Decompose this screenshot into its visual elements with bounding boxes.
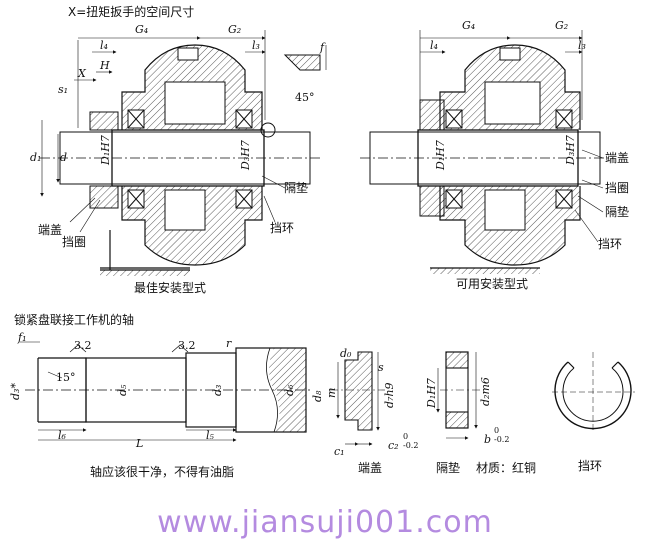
caption-best-install: 最佳安装型式 bbox=[134, 281, 207, 295]
stop-ring-detail bbox=[552, 352, 635, 430]
dim-l4-right: l₄ bbox=[430, 39, 438, 52]
dim-d5: d₅ bbox=[116, 384, 129, 396]
dim-b-tol: 0 -0.2 bbox=[494, 426, 510, 444]
dim-d6: d₆ bbox=[283, 384, 296, 396]
part-stop-ring-right: 挡环 bbox=[598, 237, 623, 251]
dim-D1H7-spacer: D₁H7 bbox=[425, 378, 438, 408]
dim-f-left: f bbox=[320, 41, 325, 54]
caption-stop-ring: 挡环 bbox=[578, 459, 603, 473]
part-end-cover-left: 端盖 bbox=[38, 223, 63, 237]
dim-f1: f₁ bbox=[18, 331, 27, 344]
dim-G2-left: G₂ bbox=[228, 23, 242, 36]
dim-b: b bbox=[484, 433, 492, 446]
dim-d3: d₃ bbox=[211, 384, 224, 396]
right-assembly bbox=[360, 30, 610, 274]
dim-d0: d₀ bbox=[340, 347, 352, 360]
part-spacer-left: 隔垫 bbox=[284, 181, 309, 195]
dim-G4-right: G₄ bbox=[462, 19, 476, 32]
part-end-cover-right: 端盖 bbox=[605, 151, 630, 165]
dim-angle-45: 45° bbox=[295, 91, 315, 104]
dim-l4-left: l₄ bbox=[100, 39, 108, 52]
roughness-2: 3.2 bbox=[178, 339, 196, 352]
caption-end-cover: 端盖 bbox=[358, 461, 383, 475]
dim-d3-star: d₃* bbox=[9, 383, 22, 400]
roughness-1: 3.2 bbox=[74, 339, 92, 352]
dim-G4-left: G₄ bbox=[135, 23, 149, 36]
dim-c2-tol: 0 -0.2 bbox=[403, 432, 419, 450]
part-retaining-ring-left: 挡圈 bbox=[62, 235, 87, 249]
caption-alt-install: 可用安装型式 bbox=[456, 277, 529, 291]
dim-c1: c₁ bbox=[334, 445, 345, 458]
shaft-title: 锁紧盘联接工作机的轴 bbox=[14, 313, 135, 327]
dim-H: H bbox=[100, 59, 110, 72]
dim-angle-15: 15° bbox=[56, 371, 76, 384]
dim-X: X bbox=[78, 67, 86, 80]
dim-l3-right: l₃ bbox=[578, 39, 586, 52]
spacer-detail bbox=[436, 351, 480, 440]
dim-l6: l₆ bbox=[58, 429, 66, 442]
left-assembly bbox=[40, 30, 327, 276]
dim-G2-right: G₂ bbox=[555, 19, 569, 32]
dim-d2m6: d₂m6 bbox=[479, 377, 492, 406]
dim-l3-left: l₃ bbox=[252, 39, 260, 52]
part-retaining-ring-right: 挡圈 bbox=[605, 181, 630, 195]
dim-c2: c₂ bbox=[388, 439, 399, 452]
dim-m: m bbox=[325, 387, 338, 398]
shaft-note: 轴应该很干净，不得有油脂 bbox=[90, 465, 235, 479]
part-spacer-right: 隔垫 bbox=[605, 205, 630, 219]
part-stop-ring-left: 挡环 bbox=[270, 221, 295, 235]
end-cover-detail bbox=[330, 351, 385, 446]
dim-d: d bbox=[60, 151, 68, 164]
dim-D3H7-right: D₃H7 bbox=[564, 135, 577, 165]
dim-d8: d₈ bbox=[311, 390, 324, 402]
caption-spacer: 隔垫 bbox=[436, 461, 461, 475]
dim-D3H7-left: D₃H7 bbox=[239, 140, 252, 170]
dim-L: L bbox=[136, 437, 144, 450]
spacer-material: 材质：红铜 bbox=[476, 461, 537, 475]
dim-l5: l₅ bbox=[206, 429, 214, 442]
dim-D1H7-left: D₁H7 bbox=[99, 135, 112, 165]
shaft-detail bbox=[20, 341, 310, 442]
dim-d1: d₁ bbox=[30, 151, 42, 164]
torque-wrench-note: X=扭矩扳手的空间尺寸 bbox=[68, 5, 195, 19]
watermark: www.jiansuji001.com bbox=[157, 505, 493, 540]
dim-s1: s₁ bbox=[58, 83, 69, 96]
dim-d7h9: d₇h9 bbox=[383, 382, 396, 408]
dim-s: s bbox=[378, 361, 384, 374]
dim-D1H7-right: D₁H7 bbox=[434, 140, 447, 170]
dim-r: r bbox=[226, 337, 232, 350]
